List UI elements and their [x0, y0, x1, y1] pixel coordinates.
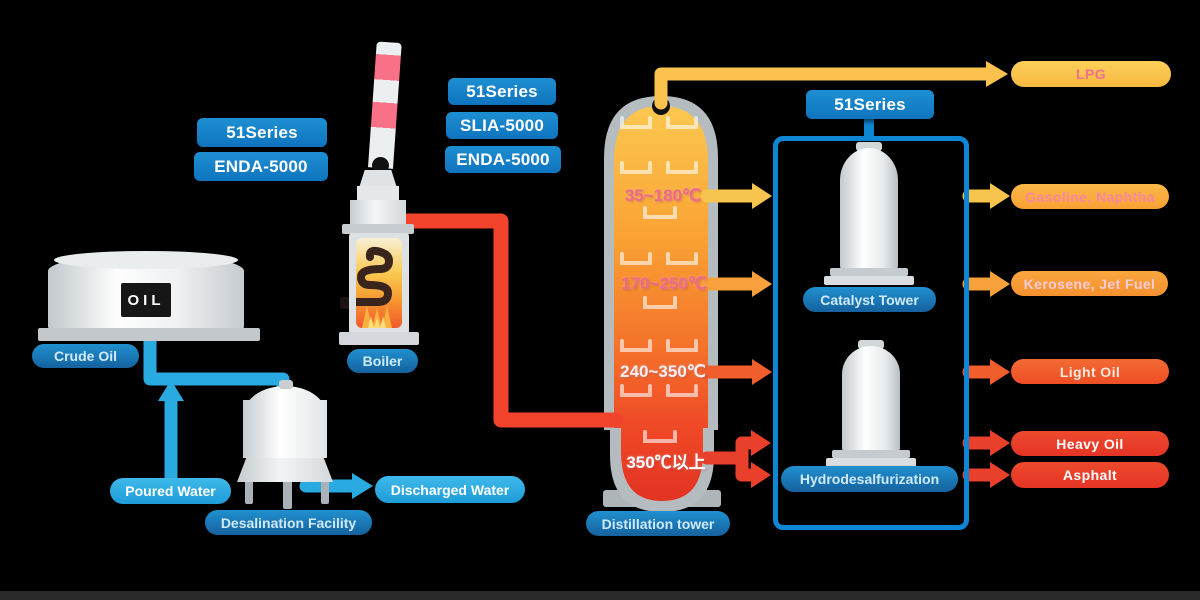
boiler-neck	[359, 170, 397, 188]
zone2-temperature: 170~250℃	[621, 274, 707, 293]
product-heavy-oil: Heavy Oil	[1011, 431, 1169, 456]
zone2-arrowhead	[752, 271, 772, 297]
boiler-collar	[357, 186, 399, 202]
product-lpg: LPG	[1011, 61, 1171, 87]
desalination-leg	[283, 470, 292, 509]
desalination-inlet	[279, 380, 293, 389]
product-asphalt: Asphalt	[1011, 462, 1169, 488]
hydrodesulfurization-base	[832, 450, 910, 458]
crude-oil-tank-top	[54, 251, 238, 269]
catalyst-tower-cap	[856, 142, 882, 151]
boiler-window	[356, 238, 402, 328]
product-arrows	[962, 189, 998, 482]
hydrodesulfurization-base	[826, 458, 916, 467]
boiler-base	[339, 332, 419, 345]
hydrodesulfurization-vessel	[842, 346, 900, 454]
crude-oil-label: Crude Oil	[32, 344, 139, 368]
zone4-temperature: 350℃以上	[626, 453, 706, 472]
asphalt-arrowhead	[990, 462, 1010, 488]
boiler-label: Boiler	[347, 349, 418, 373]
lpg-arrowhead	[986, 61, 1008, 87]
tower-trays	[620, 116, 698, 443]
zone1-temperature: 35~180℃	[624, 186, 702, 205]
flame-highlights	[368, 316, 386, 328]
crude-oil-tank-base	[38, 328, 260, 341]
boiler-model-label: ENDA-5000	[194, 152, 328, 181]
desalination-leg	[321, 470, 329, 504]
product-kerosene-jet-fuel: Kerosene, Jet Fuel	[1011, 271, 1168, 296]
zone3-temperature: 240~350℃	[620, 362, 706, 381]
heavy-oil-arrowhead	[990, 430, 1010, 456]
zone3-arrowhead	[752, 359, 772, 385]
poured-water-arrowhead	[158, 380, 184, 401]
zone-arrows	[700, 189, 760, 482]
treatment-series-label: 51Series	[806, 90, 934, 119]
tower-series-label: 51Series	[448, 78, 556, 105]
hydrodesulfurization-label: Hydrodesalfurization	[781, 466, 958, 492]
oil-sign: OIL	[121, 283, 171, 317]
zone4-lower-arrowhead	[751, 462, 771, 488]
treatment-unit-box	[773, 136, 969, 530]
zone4-upper-arrowhead	[751, 430, 771, 456]
catalyst-tower-label: Catalyst Tower	[803, 287, 936, 312]
poured-water-label: Poured Water	[110, 478, 231, 504]
boiler-flange	[342, 224, 414, 234]
boiler-chimney-joint	[372, 157, 389, 174]
desalination-leg	[245, 470, 253, 504]
crude-feed-pipe	[398, 213, 624, 428]
tower-model-1-label: SLIA-5000	[446, 112, 558, 139]
boiler-coil-and-flames	[356, 246, 394, 328]
distillation-tower-label: Distillation tower	[586, 511, 730, 536]
distillation-tower-graphic	[603, 96, 721, 512]
discharged-water-arrowhead	[352, 473, 373, 499]
desalination-facility-label: Desalination Facility	[205, 510, 372, 535]
tower-model-2-label: ENDA-5000	[445, 146, 561, 173]
heating-coil	[356, 246, 394, 306]
gasoline-arrowhead	[990, 183, 1010, 209]
catalyst-tower-vessel	[840, 148, 898, 272]
boiler-collar-lower	[350, 200, 406, 226]
discharged-water-label: Discharged Water	[375, 476, 525, 503]
light-oil-arrowhead	[990, 359, 1010, 385]
kerosene-arrowhead	[990, 271, 1010, 297]
bottom-edge-strip	[0, 591, 1200, 600]
catalyst-tower-base	[824, 276, 914, 285]
treatment-box-connector	[864, 117, 874, 141]
boiler-series-label: 51Series	[197, 118, 327, 147]
product-gasoline-naphtha: Gasoline, Naphtha	[1011, 184, 1169, 209]
zone1-arrowhead	[752, 183, 772, 209]
catalyst-tower-base	[830, 268, 908, 276]
lpg-pipe	[654, 67, 994, 110]
product-light-oil: Light Oil	[1011, 359, 1169, 384]
hydrodesulfurization-cap	[858, 340, 884, 349]
